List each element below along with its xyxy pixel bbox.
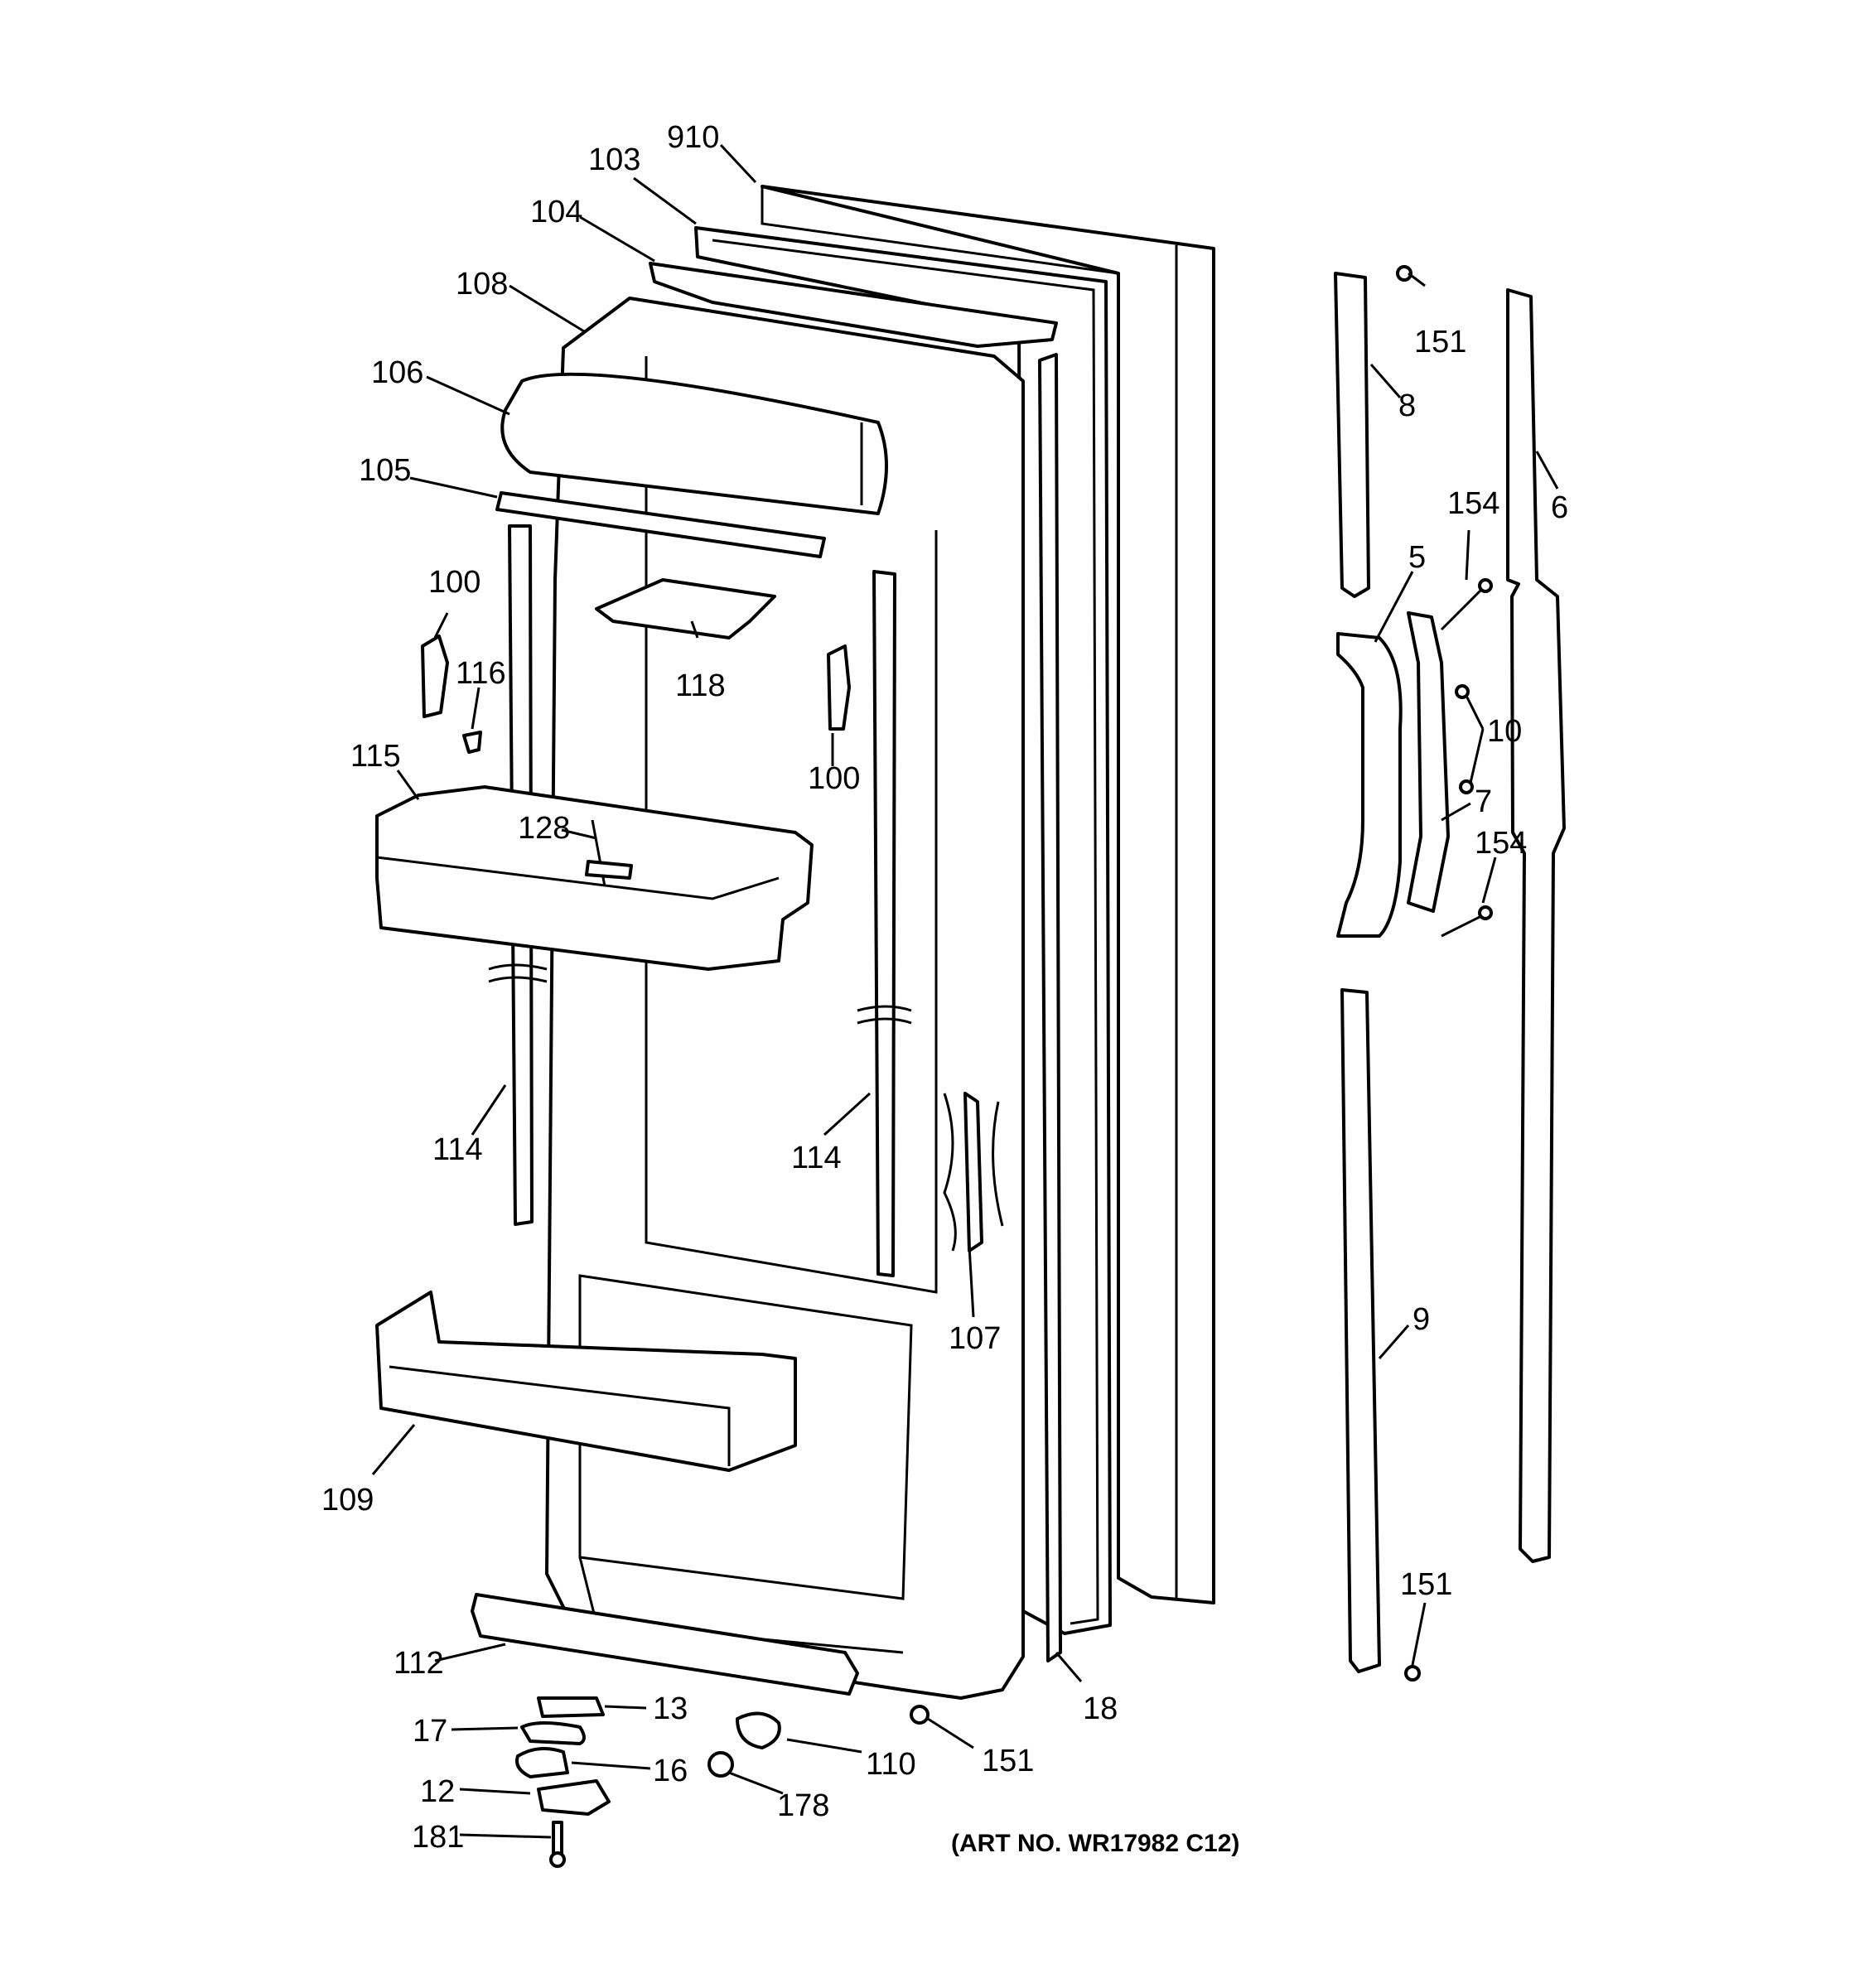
label-114-left: 114 [432, 1132, 483, 1167]
hinge-side-trim [1038, 353, 1062, 1662]
art-number: (ART NO. WR17982 C12) [951, 1830, 1239, 1857]
shelf-rail-right [857, 570, 912, 1277]
label-181: 181 [412, 1820, 464, 1855]
label-115: 115 [350, 739, 401, 774]
label-178: 178 [777, 1788, 829, 1823]
hinge-cam [515, 1747, 569, 1778]
label-154-top: 154 [1447, 486, 1499, 521]
label-106: 106 [371, 355, 423, 390]
shelf-support-right [827, 644, 851, 731]
label-109: 109 [321, 1483, 374, 1518]
label-17: 17 [413, 1714, 447, 1749]
label-116: 116 [456, 656, 506, 691]
handle-insert [1407, 611, 1450, 913]
label-910: 910 [667, 120, 719, 155]
handle-trim-top [1334, 272, 1370, 598]
label-9: 9 [1412, 1302, 1430, 1337]
label-10: 10 [1487, 714, 1522, 749]
label-16: 16 [653, 1754, 688, 1788]
top-breaker-strip [649, 262, 1058, 348]
screw-151-bottom [1404, 1665, 1421, 1682]
door-screw-bottom [910, 1705, 930, 1725]
dairy-compartment-cover [500, 372, 888, 515]
handle-trim-long [1506, 288, 1566, 1563]
label-12: 12 [420, 1774, 455, 1809]
label-105: 105 [359, 453, 411, 488]
label-13: 13 [653, 1691, 688, 1726]
hinge-screw [549, 1821, 566, 1868]
screw-154-top [1440, 578, 1493, 631]
handle [1336, 632, 1403, 938]
hinge-washer [520, 1721, 586, 1745]
label-107: 107 [949, 1321, 1001, 1356]
cover-hinge-strip [495, 491, 826, 558]
screw-154-bottom [1441, 905, 1493, 938]
label-114-right: 114 [791, 1141, 842, 1175]
label-8: 8 [1398, 388, 1416, 423]
label-103: 103 [588, 142, 640, 177]
label-151-bottom-center: 151 [982, 1744, 1034, 1778]
door-bin-lower [375, 1291, 797, 1472]
label-18: 18 [1083, 1691, 1118, 1726]
screw-10-b [1459, 779, 1474, 794]
part-labels: 910 103 104 108 106 105 100 116 118 100 … [321, 120, 1568, 1855]
clip [462, 731, 482, 754]
bottom-trim [471, 1593, 859, 1696]
hinge-pin [537, 1696, 605, 1718]
leader-lines [371, 143, 1559, 1839]
label-100-left: 100 [428, 565, 480, 600]
label-118: 118 [675, 668, 726, 703]
label-154-bottom: 154 [1475, 826, 1527, 861]
label-100-right: 100 [808, 761, 860, 796]
shelf-support-left [421, 635, 449, 718]
label-151-top: 151 [1414, 325, 1466, 359]
label-7: 7 [1475, 784, 1492, 819]
egg-tray [595, 578, 776, 639]
handle-trim-bottom [1340, 988, 1381, 1673]
bottom-hinge [537, 1779, 611, 1816]
label-112: 112 [394, 1646, 444, 1681]
door-bin-upper [375, 785, 814, 971]
label-151-bottom-right: 151 [1400, 1567, 1452, 1602]
inner-door-liner [545, 297, 1025, 1700]
screw-10-a [1455, 684, 1470, 699]
door-gasket [694, 226, 1112, 1635]
label-128: 128 [518, 811, 570, 846]
label-5: 5 [1408, 540, 1426, 575]
door-stop [736, 1711, 781, 1749]
screw-151-top [1396, 265, 1412, 282]
bin-divider [585, 860, 633, 880]
stop-bushing [707, 1751, 734, 1778]
door-trim-strip [943, 1092, 1004, 1252]
label-104: 104 [530, 195, 582, 229]
label-6: 6 [1551, 490, 1568, 525]
label-108: 108 [456, 267, 508, 302]
outer-door-panel [761, 185, 1215, 1604]
label-110: 110 [866, 1747, 916, 1782]
